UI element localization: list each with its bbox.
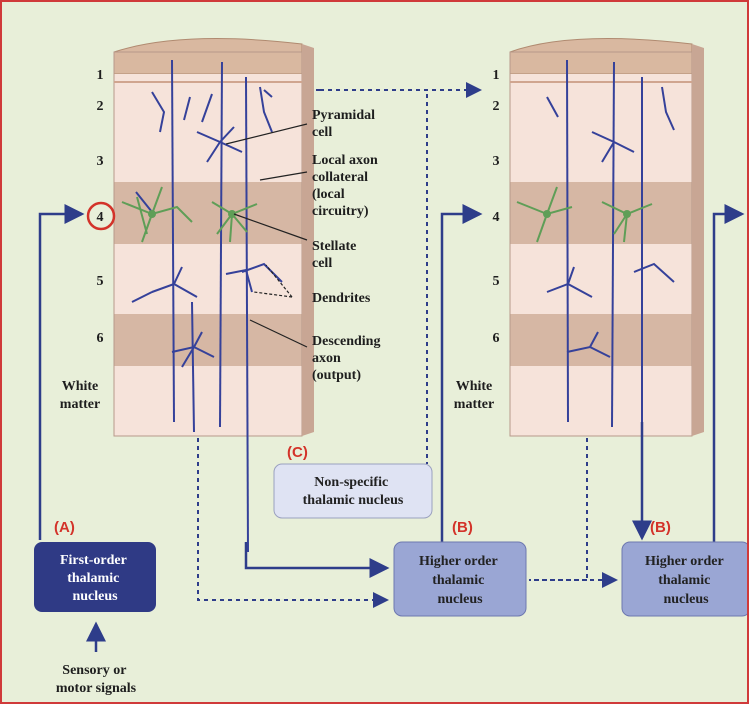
local-axon-collateral-label: Local axon collateral (local circuitry): [312, 153, 381, 219]
white-matter-label-right-2: matter: [454, 397, 494, 412]
sensory-input-label: Sensory or motor signals: [56, 663, 137, 696]
layer-2-label: 2: [97, 99, 104, 114]
white-matter-label-left-2: matter: [60, 397, 100, 412]
layer-numbers-right: 1 2 3 4 5 6: [493, 68, 500, 346]
layer-4-label: 4: [97, 210, 104, 225]
descending-axon-label: Descending axon (output): [312, 334, 384, 383]
layer-4-label: 4: [493, 210, 500, 225]
layer-2-label: 2: [493, 99, 500, 114]
layer-numbers-left: 1 2 3 4 5 6: [97, 68, 104, 346]
layer-6-label: 6: [97, 331, 104, 346]
layer-3-label: 3: [493, 154, 500, 169]
white-matter-label-left-1: White: [62, 379, 99, 394]
layer-5-label: 5: [493, 274, 500, 289]
first-order-to-layer4-arrow: [40, 214, 82, 540]
marker-b-2: (B): [650, 519, 671, 536]
output-to-higher-order-arrow: [246, 542, 387, 568]
non-specific-thalamic-nucleus-box: Non-specific thalamic nucleus: [274, 464, 432, 518]
layer-6-label: 6: [493, 331, 500, 346]
higher-order-thalamic-nucleus-box-2: Higher order thalamic nucleus: [622, 542, 747, 616]
white-matter-label-right-1: White: [456, 379, 493, 394]
layer-3-label: 3: [97, 154, 104, 169]
stellate-cell-label: Stellate cell: [312, 239, 360, 271]
first-order-thalamic-nucleus-box: First-order thalamic nucleus: [34, 542, 156, 612]
pyramidal-cell-label: Pyramidal cell: [312, 108, 379, 140]
layer-1-label: 1: [97, 68, 104, 83]
dendrites-label: Dendrites: [312, 291, 371, 306]
higher-order-thalamic-nucleus-box-1: Higher order thalamic nucleus: [394, 542, 526, 616]
marker-b-1: (B): [452, 519, 473, 536]
layer-1-label: 1: [493, 68, 500, 83]
higher-order-to-right-layer4-arrow: [442, 214, 480, 542]
higher-order-to-next-column-arrow: [714, 214, 742, 542]
marker-a: (A): [54, 519, 75, 536]
cortical-column-right: [510, 39, 704, 436]
layer-5-label: 5: [97, 274, 104, 289]
marker-c: (C): [287, 444, 308, 461]
